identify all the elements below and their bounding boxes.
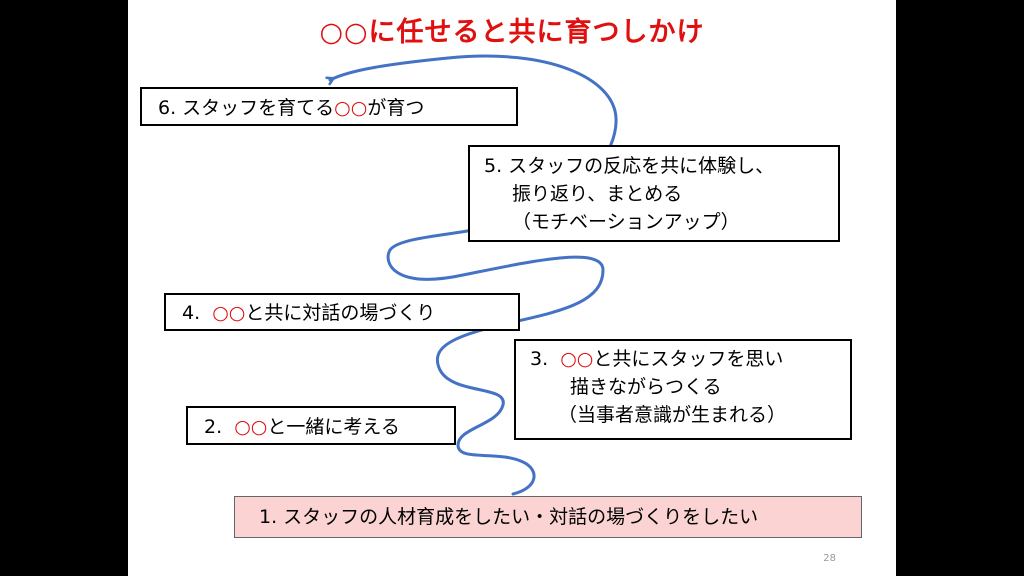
step-3-red: ○○ [560, 348, 594, 370]
step-6-suffix: が育つ [367, 97, 425, 119]
step-3-suffix: と共にスタッフを思い [593, 348, 784, 370]
step-1-text: 1. スタッフの人材育成をしたい・対話の場づくりをしたい [259, 506, 759, 528]
step-5-box: 5. スタッフの反応を共に体験し、 振り返り、まとめる （モチベーションアップ） [468, 145, 840, 242]
step-3-line2: 描きながらつくる [570, 376, 722, 398]
step-2-suffix: と一緒に考える [267, 416, 400, 438]
step-3-line3: （当事者意識が生まれる） [558, 404, 787, 426]
step-5-line2: 振り返り、まとめる [512, 183, 683, 205]
step-2-red: ○○ [234, 416, 268, 438]
step-3-prefix: 3. [530, 348, 555, 370]
step-6-prefix: 6. スタッフを育てる [158, 97, 335, 119]
page-number: 28 [823, 553, 836, 564]
step-3-line1: 3. ○○と共にスタッフを思い [530, 345, 850, 373]
slide-title: ○○に任せると共に育つしかけ [319, 17, 705, 48]
step-4-prefix: 4. [182, 302, 207, 324]
step-5-line3: （モチベーションアップ） [512, 211, 740, 233]
slide: ○○に任せると共に育つしかけ 6. スタッフを育てる○○が育つ 5. スタッフの… [128, 0, 896, 576]
step-4-suffix: と共に対話の場づくり [245, 302, 436, 324]
flow-arrow [128, 54, 618, 496]
step-3-box: 3. ○○と共にスタッフを思い 描きながらつくる （当事者意識が生まれる） [514, 339, 852, 440]
step-2-box: 2. ○○と一緒に考える [186, 406, 456, 445]
step-5-line1: 5. スタッフの反応を共に体験し、 [484, 155, 775, 177]
step-4-red: ○○ [212, 302, 246, 324]
step-1-box: 1. スタッフの人材育成をしたい・対話の場づくりをしたい [234, 496, 862, 538]
step-6-red: ○○ [334, 97, 368, 119]
step-2-prefix: 2. [204, 416, 229, 438]
step-6-box: 6. スタッフを育てる○○が育つ [140, 87, 518, 126]
flow-curve [330, 54, 618, 496]
step-4-box: 4. ○○と共に対話の場づくり [164, 293, 520, 331]
